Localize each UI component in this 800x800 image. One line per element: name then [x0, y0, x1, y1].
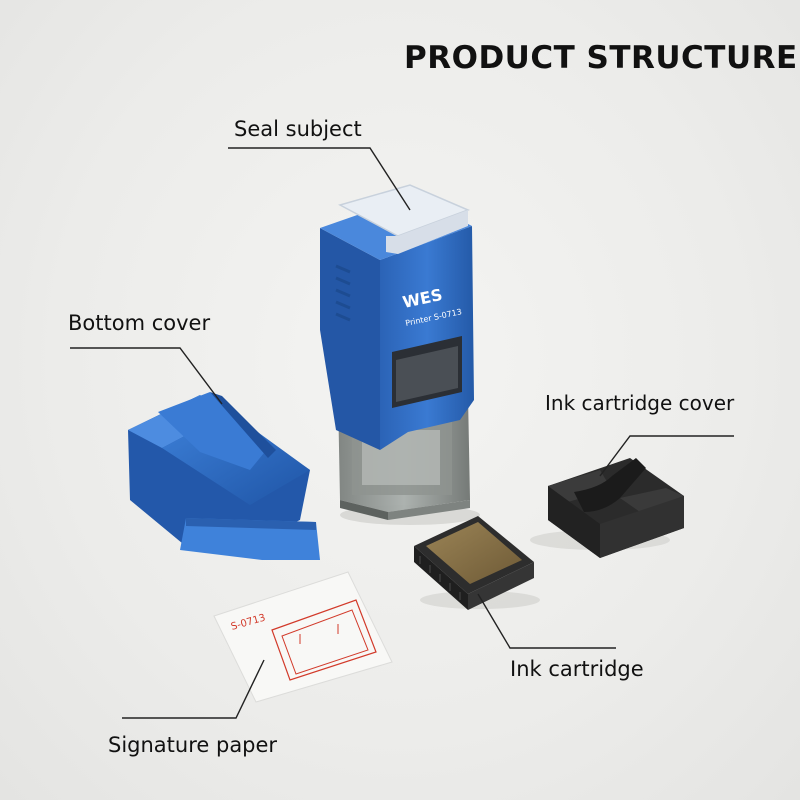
leader-seal-subject [228, 147, 411, 211]
label-seal-subject: Seal subject [234, 117, 362, 141]
page-title: PRODUCT STRUCTURE [404, 40, 798, 76]
ink-cartridge-cover [548, 458, 684, 558]
bottom-cover [128, 392, 320, 560]
label-ink-cartridge-cover: Ink cartridge cover [545, 391, 735, 415]
ink-cartridge [414, 516, 534, 610]
leader-signature-paper [122, 659, 265, 719]
label-ink-cartridge: Ink cartridge [510, 657, 644, 681]
label-bottom-cover: Bottom cover [68, 311, 211, 335]
seal-subject: WES Printer S-0713 [320, 184, 474, 520]
leader-ink-cartridge-cover [599, 435, 734, 477]
leader-bottom-cover [70, 347, 223, 405]
leader-ink-cartridge [477, 593, 616, 649]
leader-lines [70, 147, 734, 719]
label-signature-paper: Signature paper [108, 733, 278, 757]
signature-paper: S-0713 [213, 571, 393, 703]
